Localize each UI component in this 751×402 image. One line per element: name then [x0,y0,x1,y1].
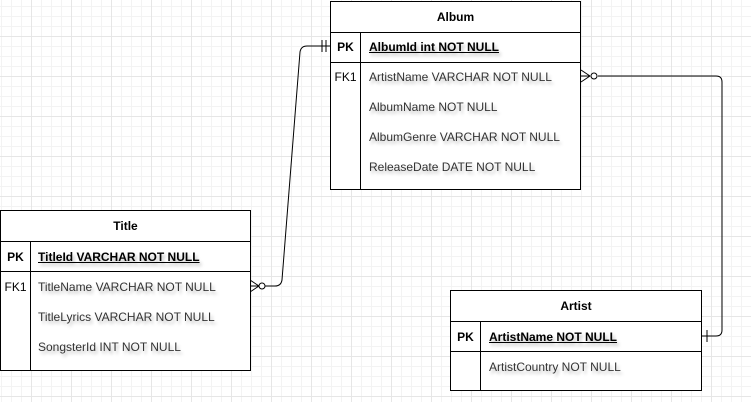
artist-pk-field: ArtistName NOT NULL [489,330,618,344]
title-album-connector[interactable] [265,45,330,287]
title-field: SongsterId INT NOT NULL [38,340,181,354]
album-field: AlbumGenre VARCHAR NOT NULL [369,130,560,144]
title-end-crowfoot-lower [249,285,260,293]
artist-entity[interactable]: Artist PK ArtistName NOT NULL ArtistCoun… [450,290,702,391]
album-key-column [331,32,361,189]
title-title: Title [1,211,250,242]
album-field: AlbumName NOT NULL [369,100,498,114]
album-fk-label: FK1 [334,70,357,84]
album-pk-label: PK [337,40,354,54]
album-field: ReleaseDate DATE NOT NULL [369,160,536,174]
title-end-zero-circle [258,282,266,290]
title-field: TitleLyrics VARCHAR NOT NULL [38,310,215,324]
album-pk-row [331,32,580,63]
artist-pk-label: PK [457,330,474,344]
artist-field: ArtistCountry NOT NULL [489,360,621,374]
title-field: TitleName VARCHAR NOT NULL [38,280,216,294]
title-pk-row [1,241,250,272]
artist-title: Artist [451,291,701,322]
title-key-column [1,241,31,370]
title-fk-label: FK1 [4,280,27,294]
album-end-zero-circle [590,72,598,80]
title-pk-field: TitleId VARCHAR NOT NULL [38,250,200,264]
title-pk-label: PK [7,250,24,264]
artist-key-column [451,321,481,390]
title-end-crowfoot-upper [249,279,260,287]
album-pk-field: AlbumId int NOT NULL [369,40,499,54]
title-entity[interactable]: Title PK TitleId VARCHAR NOT NULL FK1 Ti… [0,210,251,371]
album-title: Album [331,2,580,33]
album-end-crowfoot-upper [580,69,591,77]
album-field: ArtistName VARCHAR NOT NULL [369,70,552,84]
album-entity[interactable]: Album PK AlbumId int NOT NULL FK1 Artist… [330,1,581,190]
album-end-crowfoot-lower [580,75,591,83]
artist-pk-row [451,321,701,352]
